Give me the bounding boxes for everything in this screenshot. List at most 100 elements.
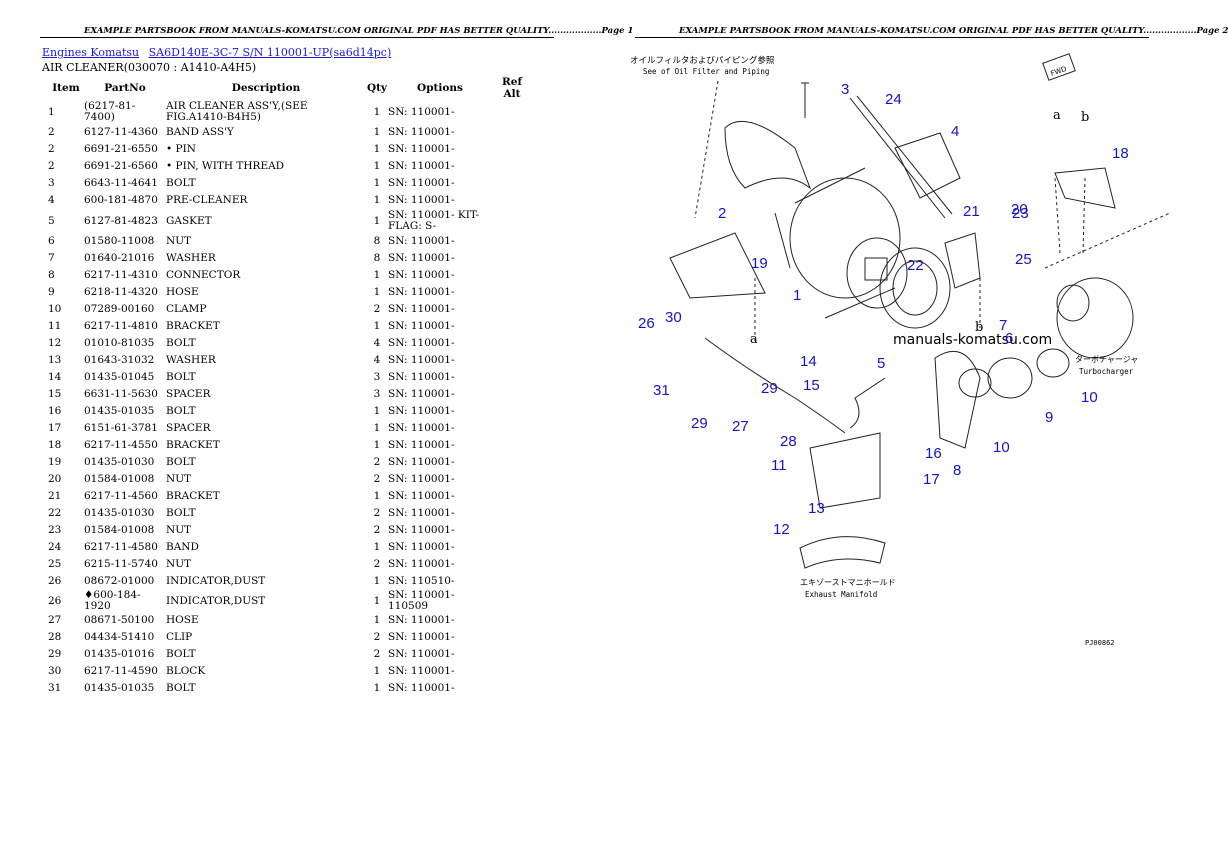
cell-partno: 6215-11-5740 [84,558,158,570]
cell-description: CLIP [166,631,193,643]
cell-options: SN: 110001-110509 [388,589,455,612]
exploded-parts-diagram: オイルフィルタおよびパイピング参照 See of Oil Filter and … [630,53,1171,647]
col-header-partno: PartNo [104,82,146,94]
header-rule [635,37,1149,38]
cell-options: SN: 110001- [388,524,455,536]
cell-ref-alt [492,522,532,539]
cell-options: SN: 110001- [388,388,455,400]
cell-description: NUT [166,524,192,536]
col-header-qty: Qty [366,82,388,94]
indicator-hose [704,337,846,434]
cell-item: 30 [48,665,62,677]
cell-ref-alt [492,488,532,505]
cell-options: SN: 110001- [388,507,455,519]
cell-qty: 1 [373,490,381,502]
cell-ref-alt [492,124,532,141]
callout-19: 19 [751,255,768,272]
exhaust-jp: エキゾーストマニホールド [800,578,896,587]
cell-qty: 2 [373,524,381,536]
cell-partno: 6217-11-4310 [84,269,158,281]
cell-partno: 01584-01008 [84,524,155,536]
breadcrumb: Engines Komatsu SA6D140E-3C-7 S/N 110001… [42,46,397,59]
cell-qty: 1 [373,194,381,206]
cell-options: SN: 110001- [388,631,455,643]
breadcrumb-link-model[interactable]: SA6D140E-3C-7 S/N 110001-UP(sa6d14pc) [148,46,392,59]
callout-17: 17 [923,471,940,488]
support-rod [849,95,953,219]
cell-qty: 1 [373,320,381,332]
cell-item: 2 [48,160,55,172]
cell-options: SN: 110001- [388,337,455,349]
cell-description: INDICATOR,DUST [166,594,266,607]
cell-options: SN: 110001- [388,269,455,281]
cell-description: INDICATOR,DUST [166,575,266,587]
cell-partno: 6643-11-4641 [84,177,158,189]
callout-31: 31 [653,382,670,399]
cell-item: 16 [48,405,62,417]
callout-3: 3 [841,81,849,98]
cell-description: NUT [166,235,192,247]
callout-6: 6 [1005,330,1013,347]
parts-table: Item PartNo Description Qty Options Ref … [42,76,532,697]
col-header-description: Description [231,82,301,94]
cell-options: SN: 110001- [388,473,455,485]
letter-a-top: a [1053,108,1061,123]
cell-description: WASHER [166,252,216,264]
cell-ref-alt [492,141,532,158]
col-header-ref-alt: Ref Alt [502,76,522,100]
cell-qty: 2 [373,303,381,315]
cell-ref-alt [492,175,532,192]
cell-ref-alt [492,250,532,267]
cell-partno: 6217-11-4810 [84,320,158,332]
cell-qty: 1 [373,439,381,451]
cell-options: SN: 110001- [388,439,455,451]
callout-27: 27 [732,418,749,435]
cell-options: SN: 110001- KIT-FLAG: S- [388,209,480,232]
callout-9: 9 [1045,409,1053,426]
cell-ref-alt [492,301,532,318]
cell-ref-alt [492,403,532,420]
right-page: EXAMPLE PARTSBOOK FROM MANUALS-KOMATSU.C… [595,0,1228,842]
cell-item: 20 [48,473,62,485]
cell-description: AIR CLEANER ASS'Y,(SEE FIG.A1410-B4H5) [166,100,308,123]
col-header-options: Options [417,82,463,94]
cell-ref-alt [492,386,532,403]
cell-item: 4 [48,194,55,206]
cell-partno: 6691-21-6550 [84,143,158,155]
breadcrumb-link-engines[interactable]: Engines Komatsu [42,46,140,59]
cell-qty: 1 [373,286,381,298]
exhaust-en: Exhaust Manifold [805,590,877,599]
cell-qty: 1 [373,105,381,118]
cell-qty: 3 [373,388,381,400]
cell-description: NUT [166,473,192,485]
callout-15: 15 [803,377,820,394]
cleaner-outlet-box [864,257,888,281]
cell-qty: 2 [373,631,381,643]
cell-description: BOLT [166,507,196,519]
cell-item: 12 [48,337,62,349]
cell-qty: 2 [373,558,381,570]
cell-item: 29 [48,648,62,660]
cell-options: SN: 110001- [388,354,455,366]
cell-ref-alt [492,233,532,250]
callout-14: 14 [800,353,817,370]
callout-23: 23 [1012,205,1029,222]
cell-options: SN: 110001- [388,177,455,189]
cell-options: SN: 110001- [388,456,455,468]
cell-description: BOLT [166,371,196,383]
note-jp: オイルフィルタおよびパイピング参照 [630,55,775,66]
cell-partno: 6217-11-4580 [84,541,158,553]
letter-b-bottom: b [975,320,983,335]
cell-item: 11 [48,320,62,332]
cell-description: BOLT [166,456,196,468]
cell-options: SN: 110001- [388,105,455,118]
cell-item: 1 [48,105,55,118]
bracket-11-shape [809,432,881,509]
clamp-shape [958,368,992,398]
